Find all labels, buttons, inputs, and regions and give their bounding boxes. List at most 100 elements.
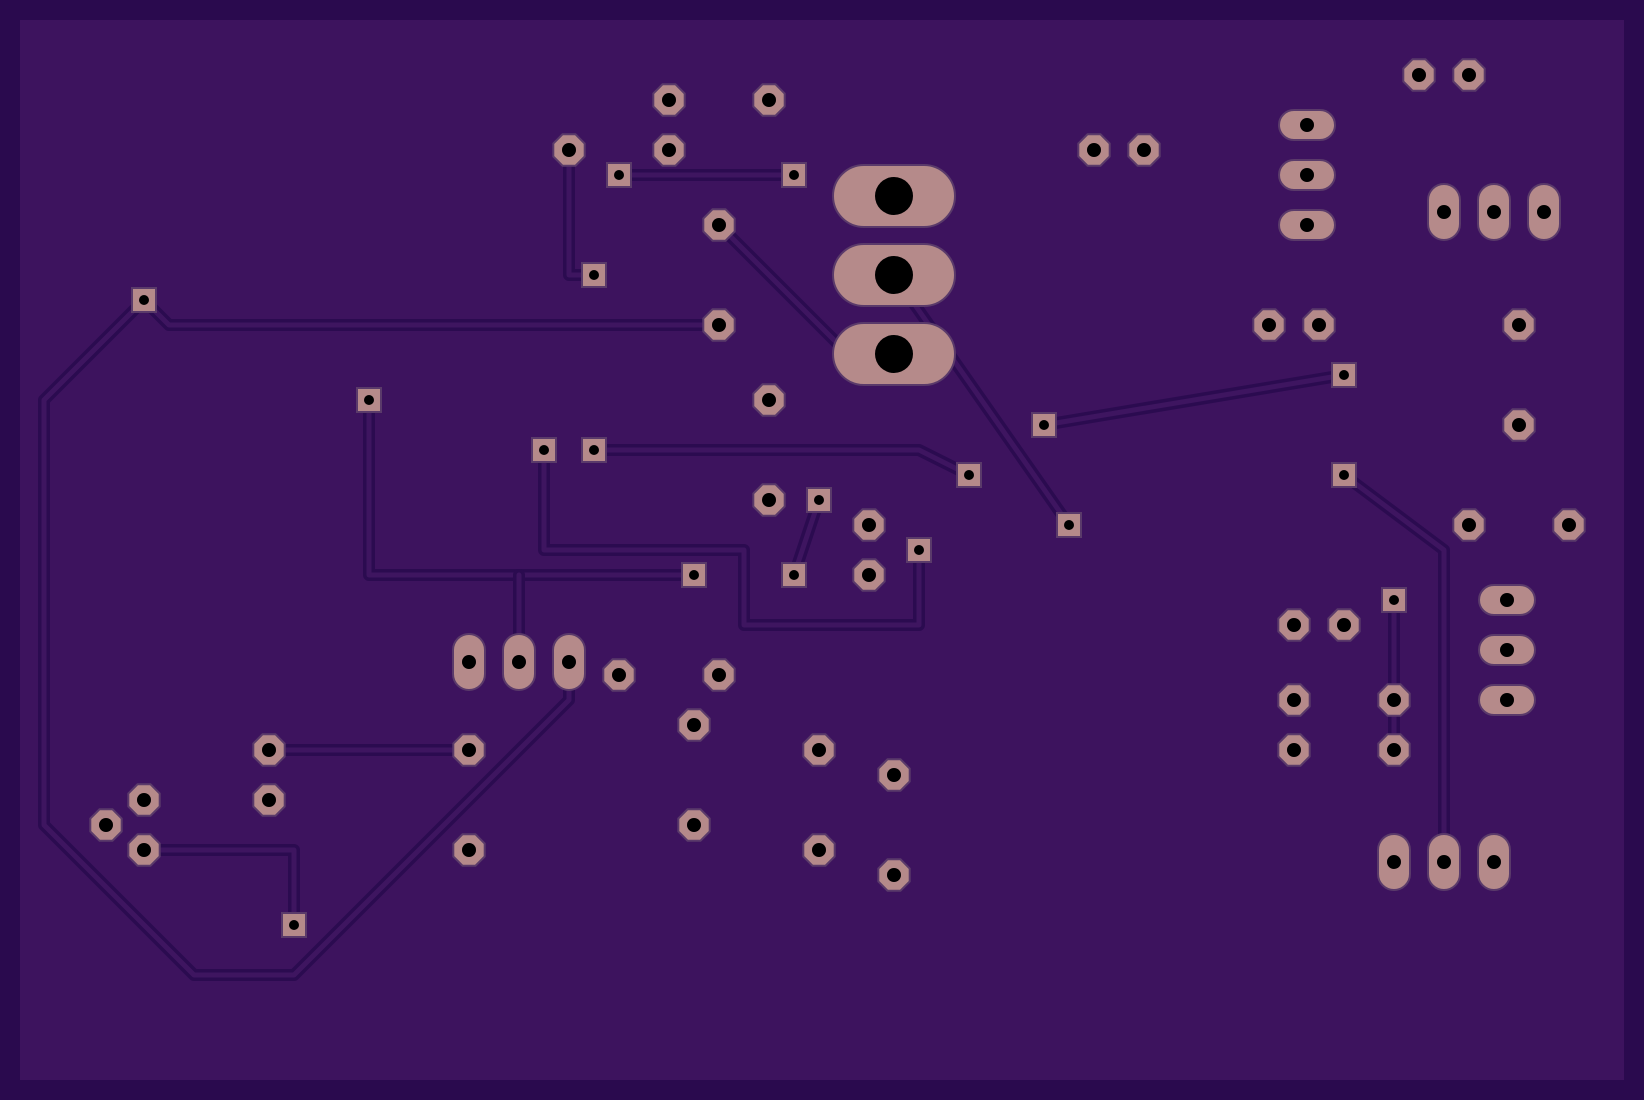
drill-hole [1500, 693, 1514, 707]
round-pad [1377, 683, 1411, 717]
oval-pad-vertical [1477, 183, 1511, 241]
round-pad [1077, 133, 1111, 167]
trace-inner [891, 272, 1072, 528]
drill-hole [1300, 118, 1314, 132]
square-pad [131, 287, 157, 313]
drill-hole [762, 93, 776, 107]
round-pad [1277, 608, 1311, 642]
round-pad [452, 733, 486, 767]
round-pad [1252, 308, 1286, 342]
drill-hole [812, 843, 826, 857]
oval-pad-horizontal [1278, 209, 1336, 241]
drill-hole [1287, 693, 1301, 707]
drill-hole [1389, 595, 1399, 605]
drill-hole [914, 545, 924, 555]
oval-pad-vertical [452, 633, 486, 691]
round-pad [1502, 308, 1536, 342]
round-pad [1302, 308, 1336, 342]
drill-hole [614, 170, 624, 180]
trace-inner [591, 447, 972, 478]
round-pad [452, 833, 486, 867]
round-pad [1327, 608, 1361, 642]
drill-hole [137, 793, 151, 807]
round-pad [652, 133, 686, 167]
drill-hole [875, 256, 913, 294]
round-pad [802, 733, 836, 767]
jack-pad [832, 164, 956, 228]
drill-hole [1500, 593, 1514, 607]
drill-hole [612, 668, 626, 682]
round-pad [852, 508, 886, 542]
square-pad [1381, 587, 1407, 613]
drill-hole [462, 843, 476, 857]
drill-hole [512, 655, 526, 669]
round-pad [877, 758, 911, 792]
square-pad [581, 437, 607, 463]
oval-pad-vertical [1427, 183, 1461, 241]
board-substrate [20, 20, 1624, 1080]
drill-hole [1537, 205, 1551, 219]
drill-hole [862, 518, 876, 532]
traces-layer [38, 144, 1450, 981]
round-pad [752, 483, 786, 517]
trace-inner [1041, 372, 1347, 428]
trace-inner [1341, 472, 1447, 865]
drill-hole [712, 668, 726, 682]
drill-hole [1462, 518, 1476, 532]
square-pad [906, 537, 932, 563]
square-pad [1331, 462, 1357, 488]
drill-hole [562, 143, 576, 157]
trace-inner [541, 447, 922, 628]
round-pad [752, 83, 786, 117]
round-pad [752, 383, 786, 417]
round-pad [1277, 733, 1311, 767]
drill-hole [964, 470, 974, 480]
round-pad [702, 208, 736, 242]
round-pad [852, 558, 886, 592]
round-pad [702, 308, 736, 342]
drill-hole [1287, 743, 1301, 757]
drill-hole [887, 768, 901, 782]
trace-inner [366, 397, 697, 578]
oval-pad-vertical [1527, 183, 1561, 241]
trace-inner [41, 297, 572, 978]
drill-hole [1262, 318, 1276, 332]
round-pad [702, 658, 736, 692]
oval-pad-horizontal [1278, 159, 1336, 191]
oval-pad-vertical [1377, 833, 1411, 891]
round-pad [1452, 508, 1486, 542]
drill-hole [1412, 68, 1426, 82]
round-pad [252, 783, 286, 817]
drill-hole [1437, 855, 1451, 869]
drill-hole [1387, 693, 1401, 707]
drill-hole [1300, 168, 1314, 182]
drill-hole [1064, 520, 1074, 530]
drill-hole [1300, 218, 1314, 232]
drill-hole [364, 395, 374, 405]
round-pad [1277, 683, 1311, 717]
drill-hole [1437, 205, 1451, 219]
jack-pad [832, 243, 956, 307]
drill-hole [1512, 418, 1526, 432]
square-pad [606, 162, 632, 188]
square-pad [581, 262, 607, 288]
drill-hole [814, 495, 824, 505]
round-pad [677, 708, 711, 742]
drill-hole [712, 318, 726, 332]
drill-hole [262, 743, 276, 757]
round-pad [1452, 58, 1486, 92]
drill-hole [1339, 470, 1349, 480]
round-pad [1377, 733, 1411, 767]
drill-hole [812, 743, 826, 757]
drill-hole [1500, 643, 1514, 657]
drill-hole [1512, 318, 1526, 332]
oval-pad-vertical [1427, 833, 1461, 891]
drill-hole [1337, 618, 1351, 632]
oval-pad-horizontal [1278, 109, 1336, 141]
oval-pad-vertical [502, 633, 536, 691]
drill-hole [1487, 205, 1501, 219]
drill-hole [462, 743, 476, 757]
drill-hole [662, 93, 676, 107]
round-pad [802, 833, 836, 867]
